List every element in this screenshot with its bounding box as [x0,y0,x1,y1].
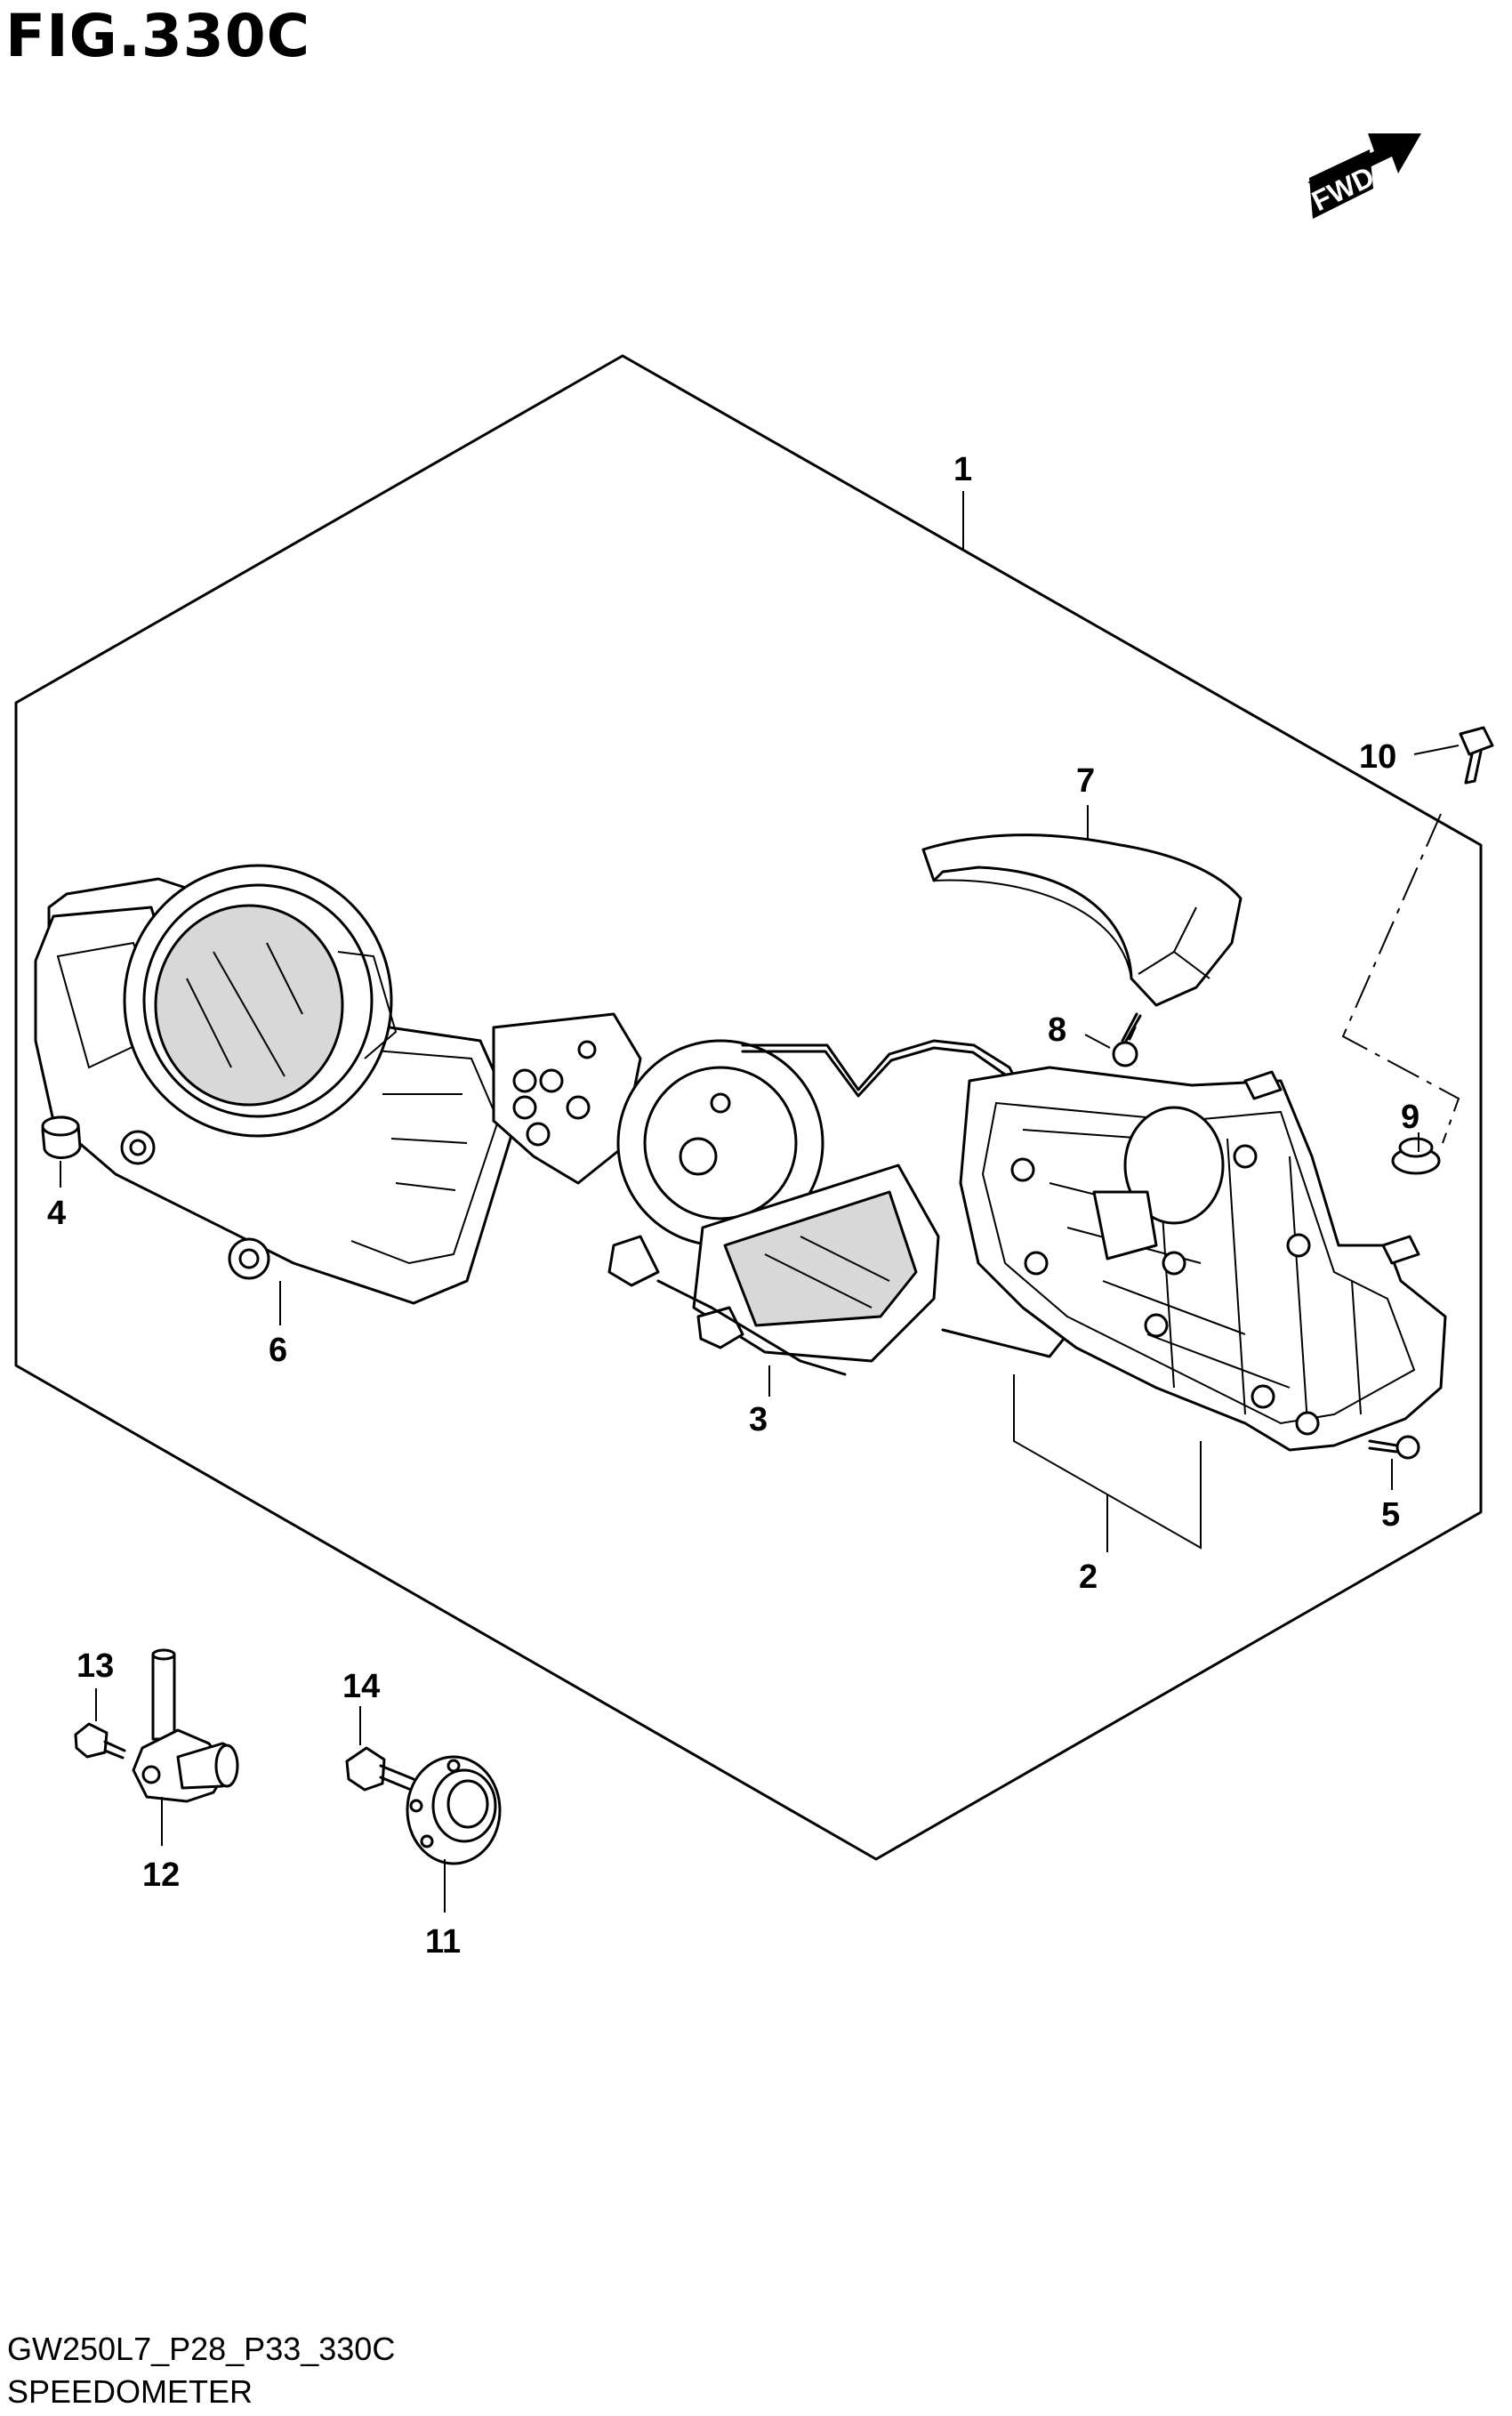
bolt-10-part [1459,726,1494,785]
callout-7: 7 [1076,762,1095,800]
figure-title: FIG.330C [5,2,311,70]
callout-13: 13 [76,1647,114,1685]
cushion-part [41,1115,82,1159]
diagram-name: SPEEDOMETER [7,2373,253,2410]
speed-sensor-part [132,1648,239,1803]
leader-2 [1013,1374,1202,1552]
assembly-outline [14,354,1483,1861]
callout-2: 2 [1079,1558,1098,1596]
rear-case-part [959,1066,1447,1452]
diagram-code: GW250L7_P28_P33_330C [7,2331,396,2367]
callout-3: 3 [749,1401,768,1438]
fwd-badge: FWD [1307,133,1421,219]
bolt-14-part [345,1746,415,1792]
rotor-part [406,1755,502,1865]
screw-5-part [1368,1435,1420,1460]
screw-8-part [1112,1012,1142,1067]
meter-unit-part [492,1012,940,1376]
callout-9: 9 [1401,1099,1420,1136]
callout-8: 8 [1048,1011,1066,1049]
bolt-13-part [74,1722,126,1760]
callout-12: 12 [142,1856,180,1894]
callout-4: 4 [47,1195,66,1232]
callout-6: 6 [269,1332,287,1369]
callout-10: 10 [1359,738,1396,776]
callout-1: 1 [953,451,972,488]
grommet-part [1391,1137,1441,1175]
visor-part [921,834,1243,1007]
callout-5: 5 [1381,1496,1400,1534]
callout-11: 11 [425,1923,461,1961]
callout-14: 14 [342,1668,380,1705]
meter-cover-part [34,864,518,1305]
